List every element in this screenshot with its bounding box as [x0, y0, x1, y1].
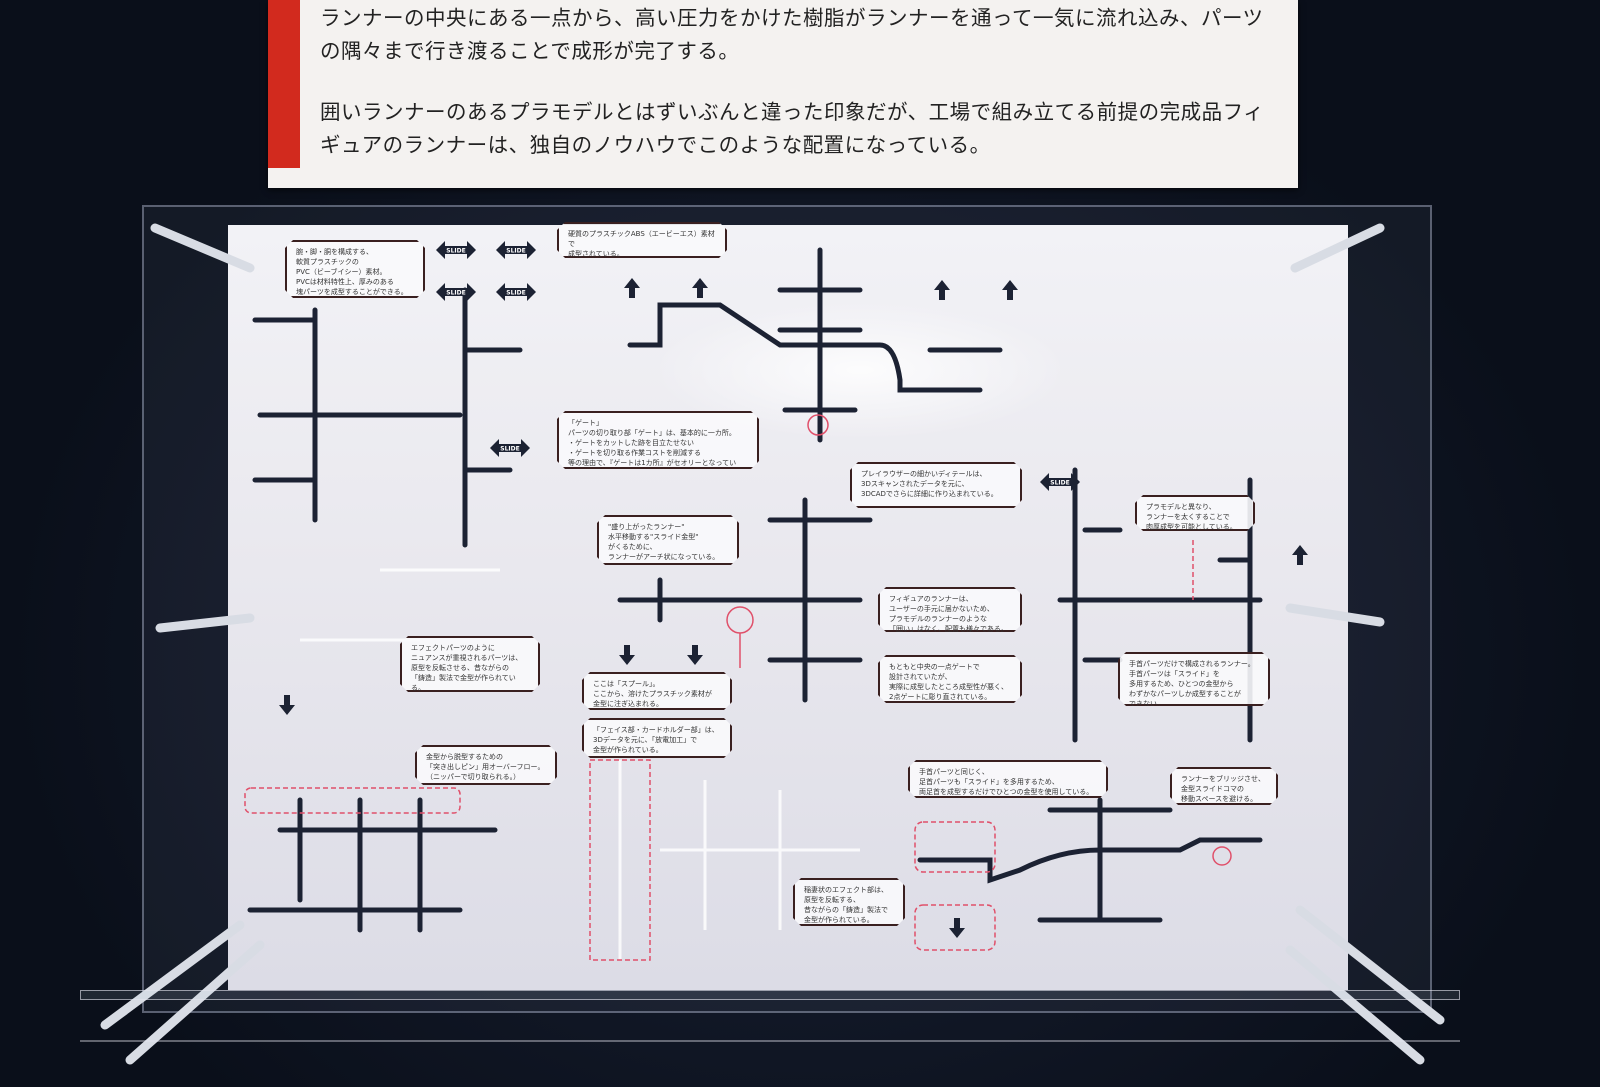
callout-ejector: 金型から脱型するための 「突き出しピン」用オーバーフロー。 （ニッパーで切り取ら…	[415, 745, 557, 785]
down-arrow-icon	[619, 645, 635, 665]
highlight-bottom-left	[244, 787, 461, 814]
runner-left-pvc	[252, 287, 523, 548]
slide-arrow: SLIDE	[496, 283, 536, 301]
runner-bottom-feet	[917, 797, 1263, 923]
slide-arrow: SLIDE	[490, 439, 530, 457]
gate-marker	[726, 606, 754, 634]
runner-top-center	[627, 247, 1003, 443]
up-arrow-icon	[1002, 280, 1018, 300]
runner-bottom-left	[247, 797, 498, 933]
runner-right-hands	[1057, 467, 1263, 743]
slide-arrow-icon	[436, 283, 476, 301]
support-rod	[1295, 905, 1445, 1025]
clear-runner-effects	[300, 568, 860, 960]
down-arrow-icon	[949, 918, 965, 938]
support-rod	[150, 223, 255, 273]
down-arrow-icon	[279, 695, 295, 715]
slide-arrow-icon	[490, 439, 530, 457]
callout-two-gates: もともと中央の一点ゲートで 設計されていたが、 実際に成型したところ成型性が悪く…	[878, 655, 1022, 703]
up-arrow-icon	[1292, 545, 1308, 565]
callout-raised-runner: "盛り上がったランナー" 水平移動する"スライド金型" がくるために、 ランナー…	[597, 515, 739, 565]
slide-arrow-label: SLIDE	[1050, 480, 1069, 487]
callout-playlauser: プレイラウザーの細かいディテールは、 3Dスキャンされたデータを元に、 3DCA…	[850, 462, 1022, 508]
runner-center-playlauser	[617, 497, 873, 703]
slide-arrow-label: SLIDE	[446, 290, 465, 297]
slide-arrow-label: SLIDE	[446, 248, 465, 255]
callout-lightning: 稲妻状のエフェクト部は、 原型を反転する、 昔ながらの「鋳造」製法で 金型が作ら…	[793, 878, 905, 926]
callout-feet: 手首パーツと同じく、 足首パーツも「スライド」を多用するため、 両足首を成型する…	[908, 760, 1108, 798]
support-rod	[1290, 223, 1385, 273]
explanation-placard: ランナーの中央にある一点から、高い圧力をかけた樹脂がランナーを通って一気に流れ込…	[268, 0, 1298, 188]
slide-arrow: SLIDE	[436, 241, 476, 259]
callout-abs: 硬質のプラスチックABS（エービーエス）素材で 成型されている。	[557, 222, 727, 258]
highlight-face-area	[589, 759, 651, 961]
callout-face: 「フェイス部・カードホルダー部」は、 3Dデータを元に、「放電加工」で 金型が作…	[582, 718, 732, 758]
slide-arrow-label: SLIDE	[500, 446, 519, 453]
down-arrow-icon	[687, 645, 703, 665]
slide-arrow-label: SLIDE	[506, 248, 525, 255]
callout-figure-runner: フィギュアのランナーは、 ユーザーの手元に届かないため、 プラモデルのランナーの…	[878, 587, 1022, 632]
up-arrow-icon	[624, 278, 640, 298]
callout-thick-runner: プラモデルと異なり、 ランナーを太くすることで 肉厚成型を可能としている。	[1135, 495, 1255, 531]
gate-marker-top	[807, 414, 829, 436]
slide-arrow-icon	[496, 283, 536, 301]
slide-arrow-icon	[436, 241, 476, 259]
support-rod	[1285, 945, 1425, 1065]
callout-hands: 手首パーツだけで構成されるランナー。 手首パーツは「スライド」を 多用するため、…	[1118, 652, 1270, 706]
slide-arrow: SLIDE	[436, 283, 476, 301]
placard-paragraph-2: 囲いランナーのあるプラモデルとはずいぶんと違った印象だが、工場で組み立てる前提の…	[320, 100, 1265, 157]
gate-marker-bottom	[1212, 846, 1232, 866]
acrylic-shelf	[80, 990, 1460, 1000]
placard-paragraph-1: ランナーの中央にある一点から、高い圧力をかけた樹脂がランナーを通って一気に流れ込…	[320, 6, 1264, 63]
support-rod	[155, 613, 255, 633]
highlight-foot-left-2	[914, 904, 996, 951]
placard-accent-bar	[268, 0, 300, 168]
callout-effect: エフェクトパーツのように ニュアンスが重視されるパーツは、 原型を反転させる、昔…	[400, 636, 540, 692]
up-arrow-icon	[692, 278, 708, 298]
callout-gate: 「ゲート」 パーツの切り取り部「ゲート」は、基本的に一カ所。 ・ゲートをカットし…	[557, 411, 759, 469]
support-rod	[100, 920, 245, 1030]
callout-spool: ここは「スプール」。 ここから、溶けたプラスチック素材が 金型に注ぎ込まれる。	[582, 672, 732, 710]
highlight-foot-left	[914, 821, 996, 873]
callout-pvc: 腕・脚・胴を構成する、 軟質プラスチックの PVC（ビーブイシー）素材。 PVC…	[285, 240, 425, 298]
slide-arrow: SLIDE	[1040, 473, 1080, 491]
acrylic-shelf-edge	[80, 1040, 1460, 1042]
up-arrow-icon	[934, 280, 950, 300]
slide-arrow-icon	[496, 241, 536, 259]
support-rod	[125, 940, 265, 1065]
support-rod	[1285, 603, 1385, 627]
slide-arrow-icon	[1040, 473, 1080, 491]
callout-bridge: ランナーをブリッジさせ、 金型スライドコマの 移動スペースを避ける。	[1170, 767, 1278, 805]
slide-arrow-label: SLIDE	[506, 290, 525, 297]
slide-arrow: SLIDE	[496, 241, 536, 259]
